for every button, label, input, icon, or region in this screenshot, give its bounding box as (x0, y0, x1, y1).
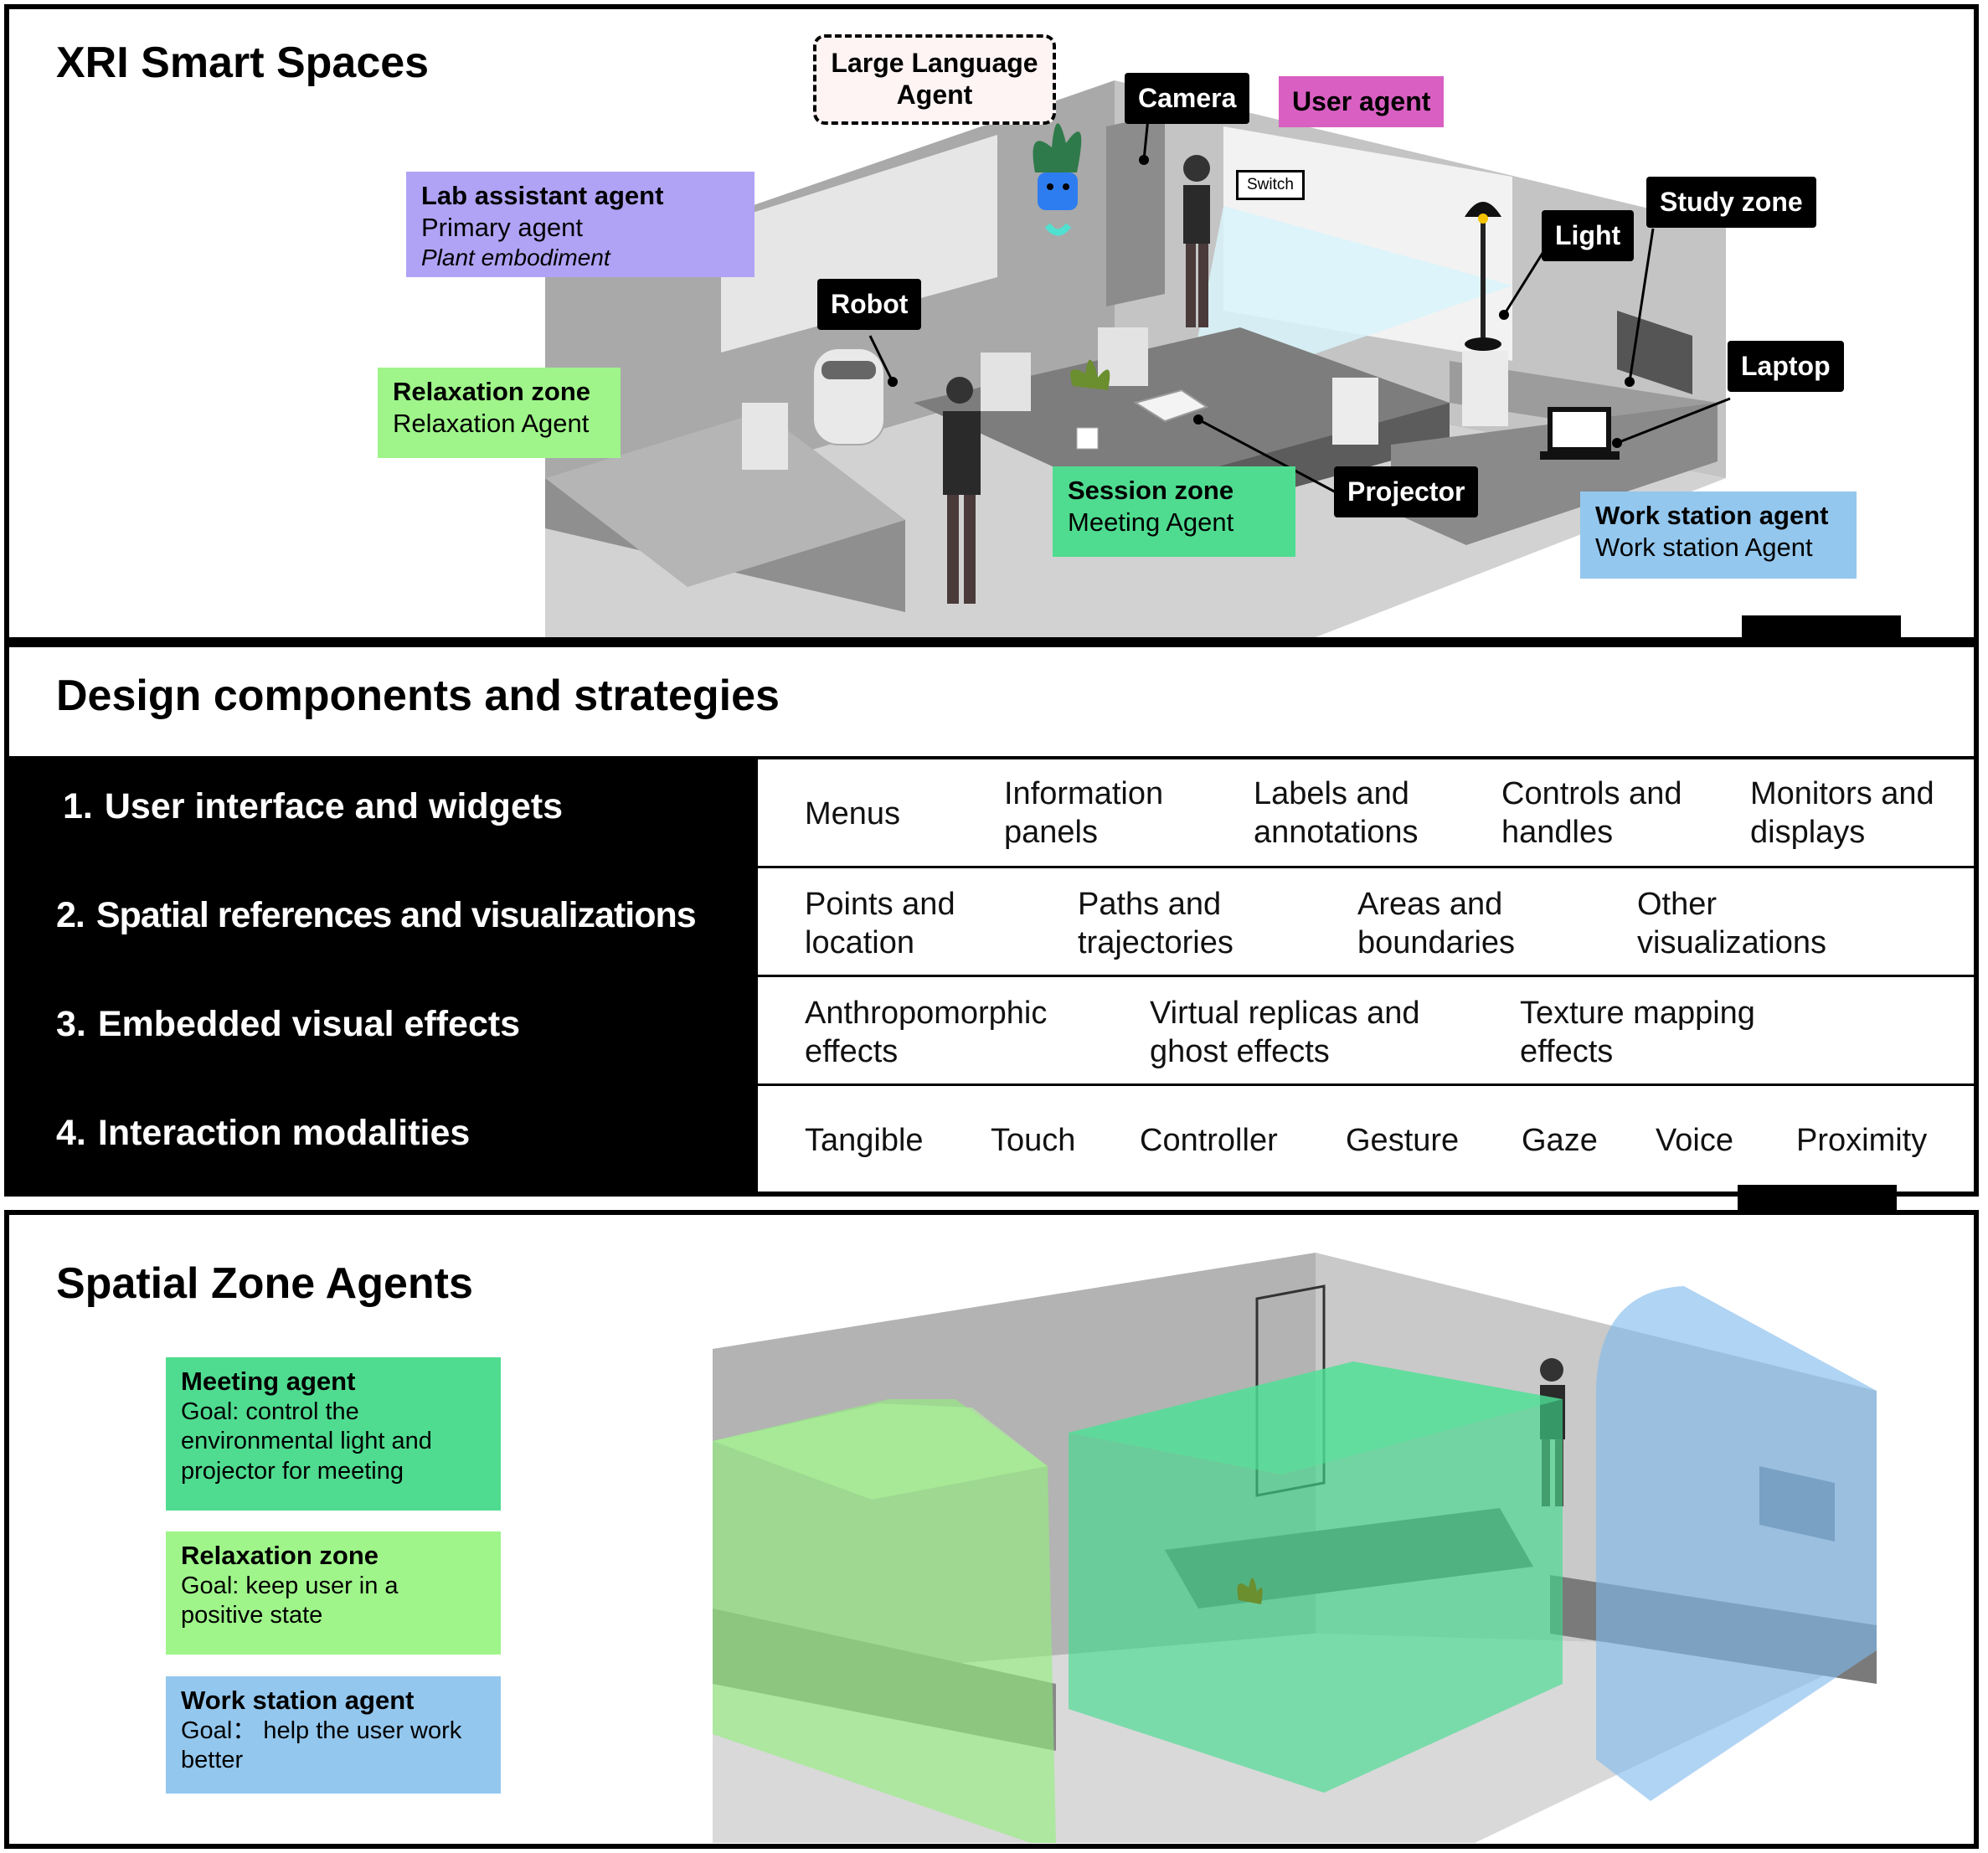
lab-assistant-title: Lab assistant agent (421, 181, 664, 210)
work-station-agent: Work station Agent (1595, 532, 1813, 562)
lab-assistant-agent-card: Lab assistant agent Primary agent Plant … (406, 172, 755, 277)
row-interaction-modalities: Tangible Touch Controller Gesture Gaze V… (758, 1086, 1974, 1192)
relaxation-zone-agent: Relaxation Agent (393, 408, 590, 438)
relaxation-zone-title: Relaxation zone (393, 377, 590, 406)
work-station-agent-card: Work station agent Goal： help the user w… (166, 1676, 501, 1794)
item-other-visualizations: Other visualizations (1637, 887, 1826, 961)
session-zone-agent: Meeting Agent (1068, 507, 1234, 537)
category-1: 1.User interface and widgets (63, 786, 564, 826)
item-voice: Voice (1656, 1123, 1733, 1158)
relaxation-agent-title: Relaxation zone (181, 1541, 379, 1570)
spatial-zone-agents-panel: Spatial Zone Agents (4, 1210, 1979, 1849)
xri-smart-spaces-panel: XRI Smart Spaces (4, 4, 1979, 642)
item-paths-trajectories: Paths and trajectories (1078, 887, 1233, 961)
item-virtual-replicas: Virtual replicas and ghost effects (1150, 996, 1420, 1070)
study-zone-label: Study zone (1646, 177, 1816, 228)
work-station-agent-card: Work station agent Work station Agent (1580, 492, 1857, 579)
lab-assistant-role: Primary agent (421, 212, 583, 242)
projector-label: Projector (1334, 466, 1479, 517)
work-station-agent-goal: Goal： help the user work better (181, 1717, 462, 1774)
category-4: 4.Interaction modalities (56, 1113, 471, 1153)
switch-label: Switch (1236, 170, 1305, 200)
row-ui-widgets: Menus Information panels Labels and anno… (758, 759, 1974, 868)
work-station-title: Work station agent (1595, 501, 1829, 530)
category-column: 1.User interface and widgets 2.Spatial r… (9, 756, 755, 1192)
item-proximity: Proximity (1796, 1123, 1928, 1158)
light-label: Light (1542, 210, 1635, 261)
meeting-agent-card: Meeting agent Goal: control the environm… (166, 1357, 501, 1511)
panel-title: Spatial Zone Agents (56, 1259, 473, 1308)
row-embedded-effects: Anthropomorphic effects Virtual replicas… (758, 977, 1974, 1086)
llm-label: Large Language Agent (813, 34, 1056, 125)
relaxation-agent-goal: Goal: keep user in a positive state (181, 1572, 399, 1629)
item-points-location: Points and location (805, 887, 955, 961)
item-tangible: Tangible (805, 1123, 924, 1158)
camera-label: Camera (1125, 73, 1250, 124)
meeting-agent-title: Meeting agent (181, 1367, 356, 1396)
item-monitors-displays: Monitors and displays (1750, 776, 1934, 851)
item-texture-mapping: Texture mapping effects (1520, 996, 1755, 1070)
item-controls-handles: Controls and handles (1501, 776, 1682, 851)
relaxation-zone-card: Relaxation zone Relaxation Agent (378, 368, 621, 458)
user-agent-label: User agent (1279, 76, 1445, 127)
relaxation-zone-agent-card: Relaxation zone Goal: keep user in a pos… (166, 1531, 501, 1655)
panel-title: XRI Smart Spaces (56, 39, 430, 87)
category-2: 2.Spatial references and visualizations (56, 895, 697, 935)
strategies-grid: Menus Information panels Labels and anno… (755, 756, 1974, 1192)
item-anthropomorphic-effects: Anthropomorphic effects (805, 996, 1048, 1070)
item-areas-boundaries: Areas and boundaries (1357, 887, 1516, 961)
item-gesture: Gesture (1346, 1123, 1460, 1158)
item-menus: Menus (805, 796, 901, 831)
laptop-label: Laptop (1728, 341, 1844, 392)
item-controller: Controller (1140, 1123, 1278, 1158)
zone-illustration (713, 1253, 1877, 1843)
item-labels-annotations: Labels and annotations (1254, 776, 1419, 851)
item-information-panels: Information panels (1004, 776, 1164, 851)
work-station-agent-title: Work station agent (181, 1686, 415, 1715)
session-zone-card: Session zone Meeting Agent (1053, 466, 1295, 557)
meeting-agent-goal: Goal: control the environmental light an… (181, 1397, 432, 1485)
robot-label: Robot (817, 279, 922, 330)
row-spatial-references: Points and location Paths and trajectori… (758, 868, 1974, 977)
session-zone-title: Session zone (1068, 476, 1234, 505)
design-components-panel: Design components and strategies 1.User … (4, 642, 1979, 1197)
item-gaze: Gaze (1522, 1123, 1598, 1158)
lab-assistant-embodiment: Plant embodiment (421, 244, 610, 270)
item-touch: Touch (991, 1123, 1076, 1158)
category-3: 3.Embedded visual effects (56, 1004, 521, 1044)
panel-title: Design components and strategies (56, 672, 780, 720)
